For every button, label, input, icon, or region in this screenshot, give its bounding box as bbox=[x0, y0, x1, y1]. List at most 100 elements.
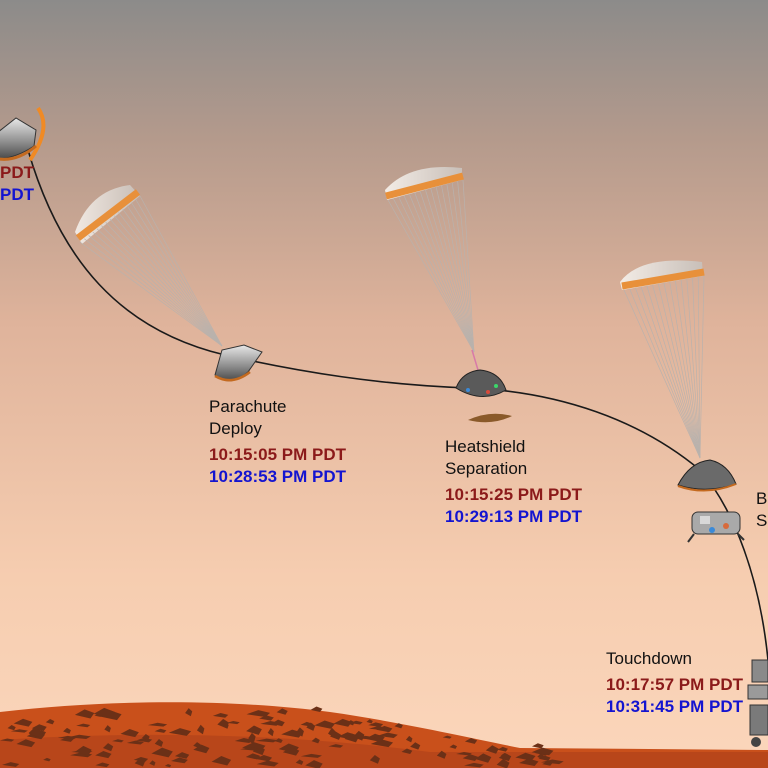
rock bbox=[174, 752, 190, 759]
suspension-line bbox=[105, 222, 223, 347]
rock bbox=[442, 735, 452, 739]
rock bbox=[449, 744, 458, 749]
suspension-line bbox=[414, 192, 475, 353]
rock bbox=[154, 738, 164, 747]
rock bbox=[300, 721, 313, 727]
suspension-line bbox=[109, 218, 223, 347]
rock bbox=[16, 739, 36, 748]
rock bbox=[126, 740, 144, 745]
rock bbox=[74, 709, 95, 719]
rock bbox=[28, 727, 41, 738]
suspension-line bbox=[446, 184, 475, 353]
heatshield-separation-time-a: 10:15:25 PM PDT bbox=[445, 485, 582, 504]
suspension-line bbox=[88, 235, 223, 347]
rock bbox=[211, 756, 232, 766]
rock bbox=[366, 719, 373, 724]
rock bbox=[464, 762, 484, 768]
suspension-line bbox=[675, 280, 701, 459]
rock bbox=[164, 764, 172, 768]
rock bbox=[7, 724, 16, 731]
rock bbox=[274, 738, 283, 743]
suspension-line bbox=[425, 189, 475, 353]
suspension-line bbox=[640, 286, 701, 459]
parachute-deploy-icon bbox=[75, 185, 263, 382]
rock bbox=[401, 748, 413, 755]
rock bbox=[104, 725, 111, 733]
rock bbox=[410, 742, 421, 750]
rock bbox=[75, 745, 92, 756]
rock bbox=[276, 708, 288, 715]
rock bbox=[354, 735, 376, 740]
backshell-separation-title-2: S bbox=[756, 511, 768, 530]
rock bbox=[2, 762, 20, 767]
rock bbox=[405, 735, 413, 743]
rock bbox=[102, 743, 114, 752]
rock bbox=[154, 728, 167, 733]
rock bbox=[538, 755, 551, 761]
entry-time-b: PDT bbox=[0, 185, 34, 204]
suspension-line bbox=[84, 238, 223, 347]
rock bbox=[542, 761, 553, 766]
rock bbox=[151, 747, 173, 758]
descent-stage-icon bbox=[687, 511, 745, 543]
rock bbox=[300, 753, 322, 758]
backshell-separation-label: B S bbox=[756, 488, 767, 532]
rock bbox=[306, 722, 316, 731]
rock bbox=[76, 723, 91, 728]
rock bbox=[464, 737, 478, 744]
rock bbox=[267, 727, 274, 737]
rock bbox=[242, 742, 266, 752]
parachute-deploy-time-a: 10:15:05 PM PDT bbox=[209, 445, 346, 464]
suspension-line bbox=[680, 279, 701, 459]
suspension-line bbox=[669, 281, 701, 459]
suspension-line bbox=[114, 215, 223, 347]
rock bbox=[251, 756, 266, 760]
rock bbox=[67, 734, 91, 740]
suspension-line bbox=[451, 182, 475, 353]
rock bbox=[141, 734, 150, 741]
rock bbox=[330, 731, 342, 740]
suspension-line bbox=[419, 191, 475, 353]
rock bbox=[368, 722, 384, 727]
rock bbox=[43, 757, 51, 762]
rock bbox=[255, 738, 278, 743]
suspension-line bbox=[92, 231, 223, 347]
rock bbox=[281, 729, 304, 738]
rock bbox=[515, 752, 536, 761]
rock bbox=[498, 752, 512, 762]
rock bbox=[10, 729, 28, 733]
suspension-line bbox=[79, 241, 223, 347]
suspension-line bbox=[441, 185, 475, 353]
touchdown-time-a: 10:17:57 PM PDT bbox=[606, 675, 743, 694]
rock bbox=[370, 739, 394, 748]
entry-label: PDT PDT bbox=[0, 162, 34, 206]
rock bbox=[226, 720, 240, 725]
entry-capsule-icon bbox=[0, 106, 46, 162]
rock bbox=[311, 737, 320, 744]
suspension-line bbox=[635, 287, 701, 459]
rock bbox=[344, 733, 359, 743]
suspension-line bbox=[393, 198, 475, 353]
mars-terrain bbox=[0, 702, 768, 768]
rock bbox=[497, 746, 508, 752]
rock bbox=[112, 739, 124, 743]
suspension-line bbox=[398, 196, 475, 353]
rover-icon bbox=[747, 659, 768, 747]
rock bbox=[282, 747, 300, 756]
suspension-line bbox=[462, 179, 475, 353]
suspension-line bbox=[430, 188, 475, 353]
suspension-line bbox=[646, 285, 701, 459]
rock bbox=[328, 744, 344, 748]
rock bbox=[147, 722, 168, 727]
rock bbox=[31, 724, 47, 731]
rock bbox=[519, 758, 539, 766]
suspension-line bbox=[657, 283, 701, 459]
heatshield-separation-title-2: Separation bbox=[445, 459, 528, 478]
suspension-line bbox=[435, 187, 475, 353]
rock bbox=[328, 727, 336, 738]
rock bbox=[496, 758, 510, 768]
rock bbox=[333, 718, 352, 727]
rock bbox=[248, 735, 255, 745]
rock bbox=[212, 713, 229, 718]
